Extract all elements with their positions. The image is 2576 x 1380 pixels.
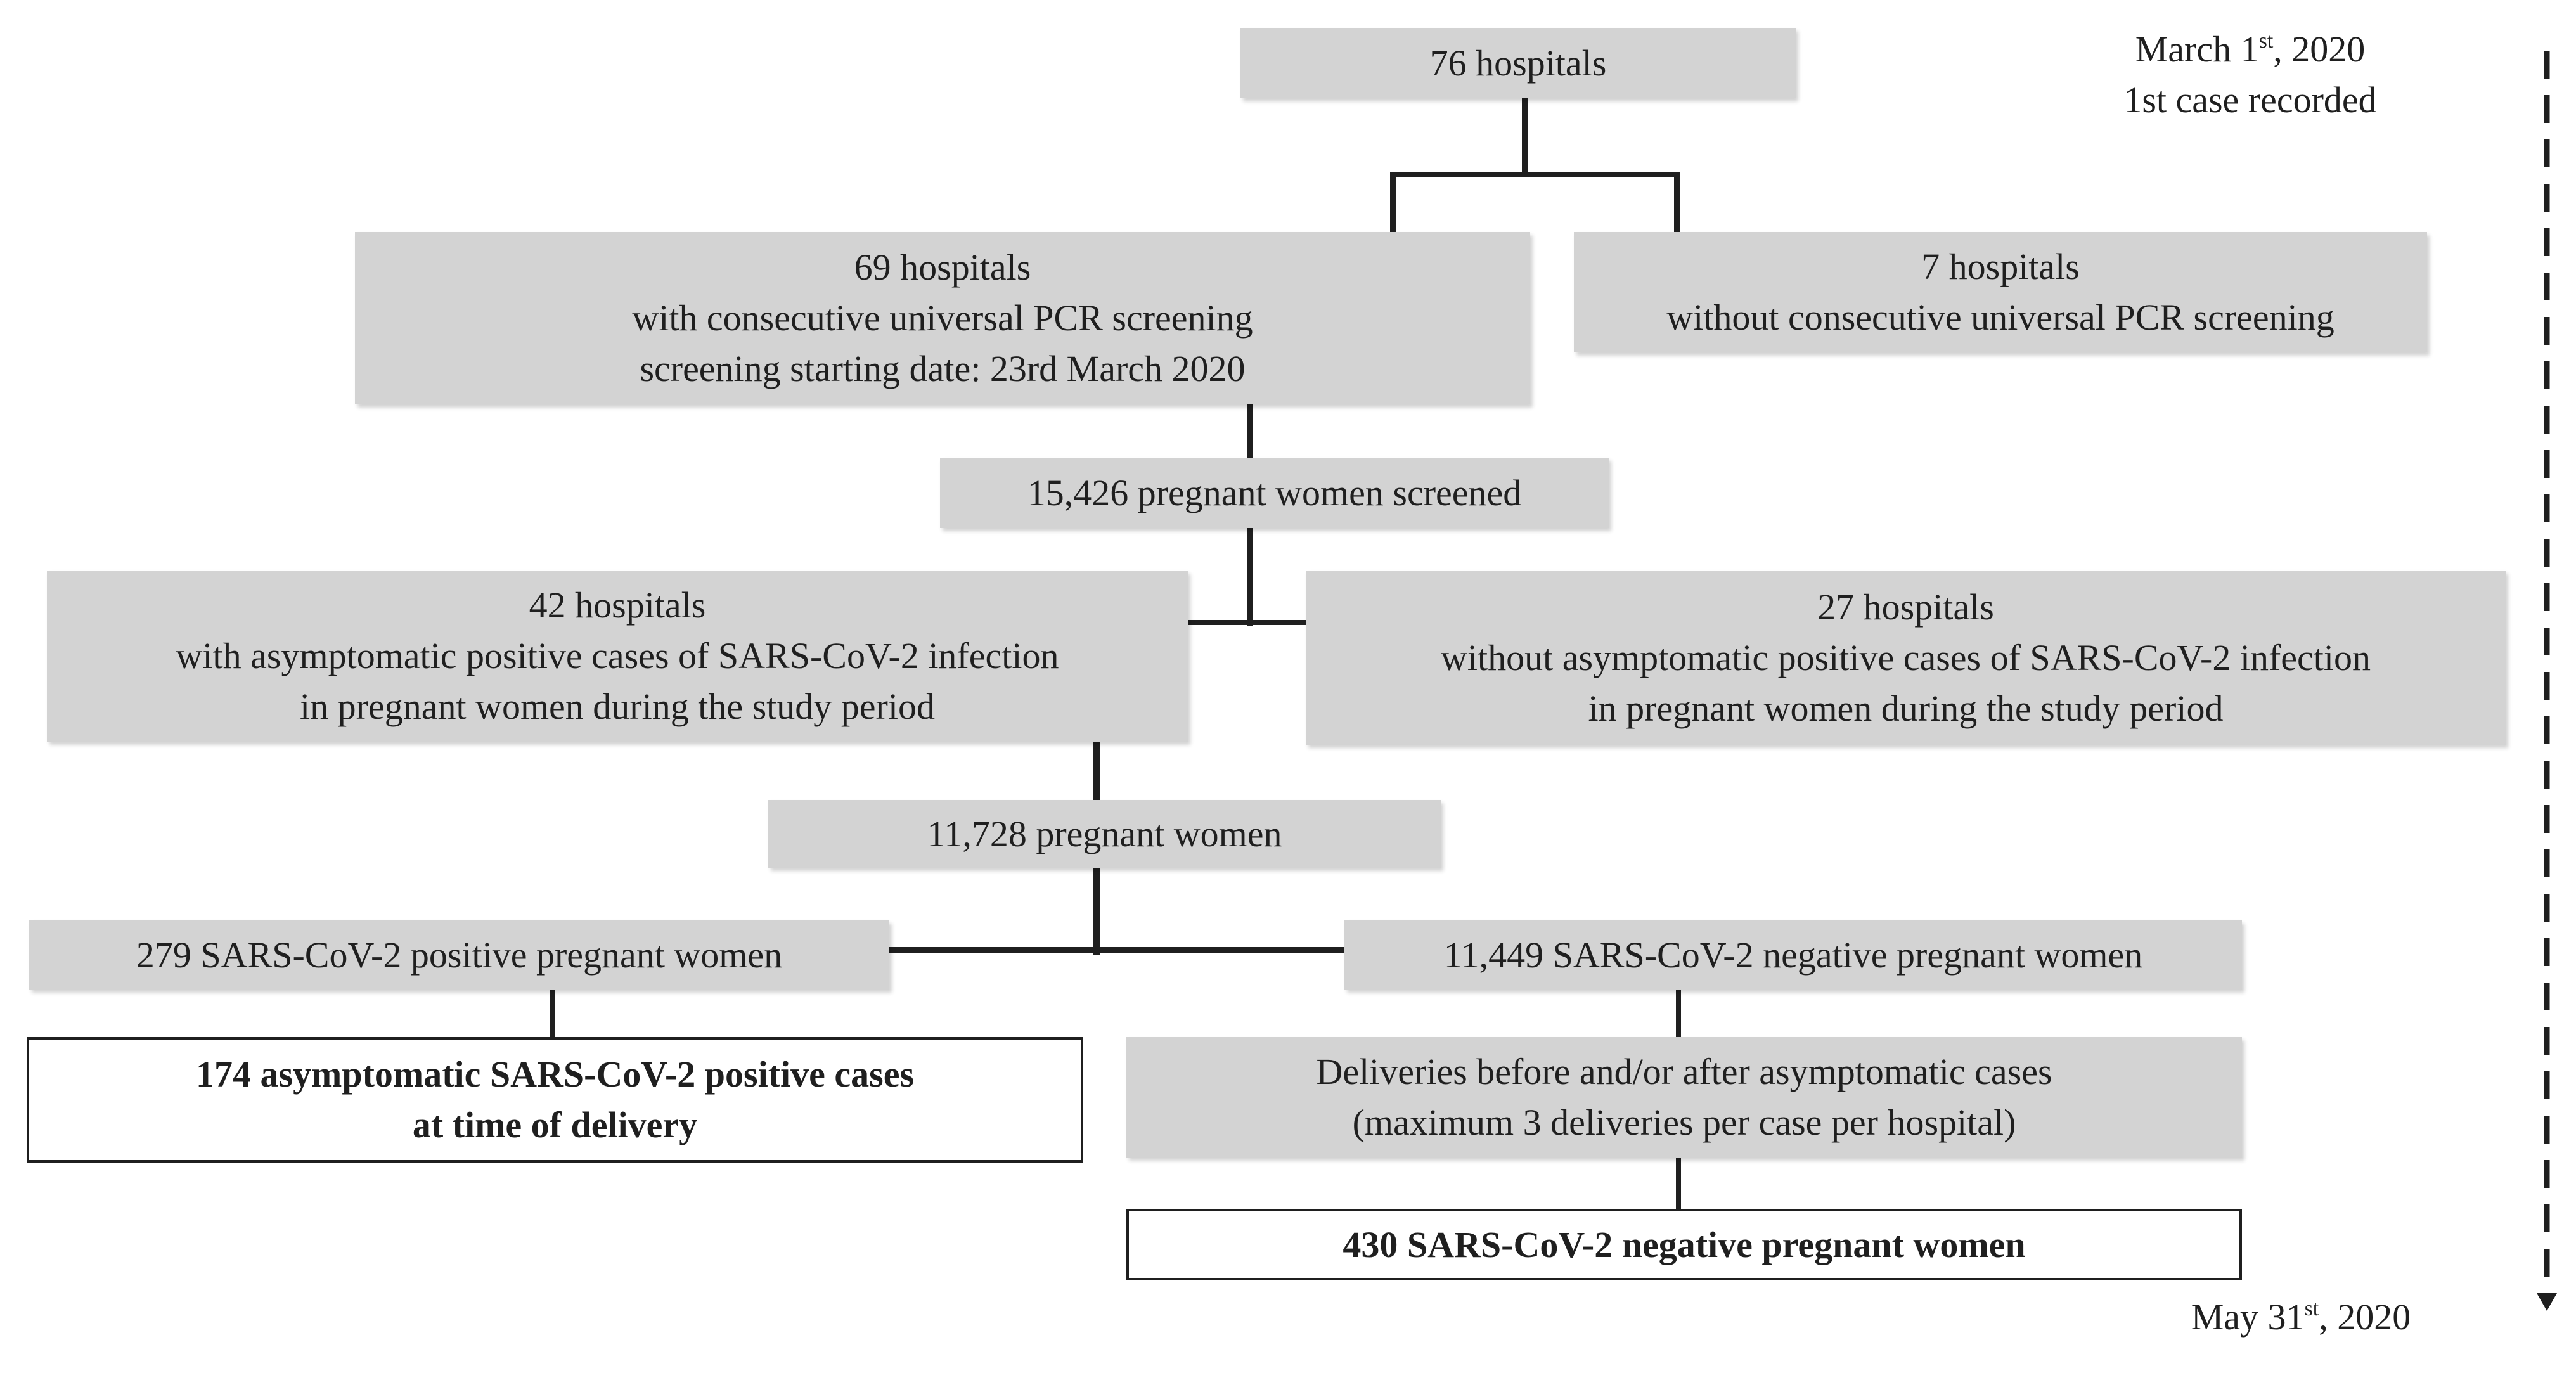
deliveries-note: (maximum 3 deliveries per case per hospi…	[1352, 1102, 2016, 1143]
timeline-start-date: March 1st, 2020	[2135, 29, 2366, 70]
hospitals-27-desc: without asymptomatic positive cases of S…	[1440, 636, 2371, 678]
screened-15426-label: 15,426 pregnant women screened	[1027, 472, 1522, 513]
negative-430-label: 430 SARS-CoV-2 negative pregnant women	[1343, 1223, 2026, 1265]
screened-15426-box: 15,426 pregnant women screened	[940, 458, 1609, 528]
hospitals-7-title: 7 hospitals	[1921, 246, 2080, 287]
connector-deliveries-to-430	[1676, 1158, 1681, 1209]
timeline-end-date: May 31st, 2020	[2191, 1296, 2411, 1338]
hospitals-76-box: 76 hospitals	[1240, 28, 1796, 98]
hospitals-42-period: in pregnant women during the study perio…	[300, 686, 935, 727]
women-11728-box: 11,728 pregnant women	[768, 800, 1441, 868]
deliveries-box: Deliveries before and/or after asymptoma…	[1126, 1037, 2242, 1158]
connector-42-27-bar	[1188, 620, 1306, 625]
hospitals-27-title: 27 hospitals	[1817, 586, 1994, 628]
asymptomatic-174-box: 174 asymptomatic SARS-CoV-2 positive cas…	[27, 1037, 1083, 1163]
asymptomatic-174-title: 174 asymptomatic SARS-CoV-2 positive cas…	[195, 1054, 915, 1095]
hospitals-69-box: 69 hospitals with consecutive universal …	[355, 232, 1530, 404]
connector-to-69	[1390, 172, 1396, 232]
arrow-head-icon	[2537, 1293, 2557, 1311]
hospitals-42-desc: with asymptomatic positive cases of SARS…	[176, 635, 1059, 676]
connector-279-to-174	[550, 990, 555, 1037]
hospitals-7-box: 7 hospitals without consecutive universa…	[1574, 232, 2427, 352]
hospitals-69-desc: with consecutive universal PCR screening	[632, 297, 1253, 339]
negative-430-box: 430 SARS-CoV-2 negative pregnant women	[1126, 1209, 2242, 1280]
asymptomatic-174-subtitle: at time of delivery	[412, 1104, 698, 1145]
connector-11449-to-deliveries	[1676, 990, 1681, 1037]
hospitals-27-period: in pregnant women during the study perio…	[1588, 687, 2224, 729]
women-11728-label: 11,728 pregnant women	[927, 813, 1282, 854]
positive-279-box: 279 SARS-CoV-2 positive pregnant women	[29, 920, 889, 990]
timeline-start-note: March 1st, 2020 1st case recorded	[2092, 24, 2409, 126]
hospitals-7-desc: without consecutive universal PCR screen…	[1666, 297, 2334, 338]
hospitals-69-title: 69 hospitals	[854, 247, 1031, 288]
connector-to-7	[1674, 172, 1680, 232]
hospitals-27-box: 27 hospitals without asymptomatic positi…	[1306, 571, 2506, 745]
connector-11728-down	[1093, 868, 1100, 955]
hospitals-69-date: screening starting date: 23rd March 2020	[640, 348, 1246, 389]
connector-76-down	[1522, 98, 1528, 174]
hospitals-76-label: 76 hospitals	[1429, 42, 1607, 84]
timeline-end-note: May 31st, 2020	[2142, 1292, 2459, 1343]
connector-42-to-11728	[1093, 742, 1100, 800]
connector-69-to-15426	[1247, 404, 1253, 458]
connector-279-11449-bar	[889, 947, 1344, 953]
hospitals-42-box: 42 hospitals with asymptomatic positive …	[47, 571, 1188, 742]
hospitals-42-title: 42 hospitals	[529, 584, 706, 626]
connector-15426-down	[1247, 528, 1253, 626]
deliveries-title: Deliveries before and/or after asymptoma…	[1316, 1051, 2052, 1092]
negative-11449-label: 11,449 SARS-CoV-2 negative pregnant wome…	[1443, 934, 2143, 976]
timeline-start-event: 1st case recorded	[2123, 79, 2377, 120]
negative-11449-box: 11,449 SARS-CoV-2 negative pregnant wome…	[1344, 920, 2242, 990]
positive-279-label: 279 SARS-CoV-2 positive pregnant women	[136, 934, 783, 976]
connector-76-bar	[1390, 172, 1680, 177]
